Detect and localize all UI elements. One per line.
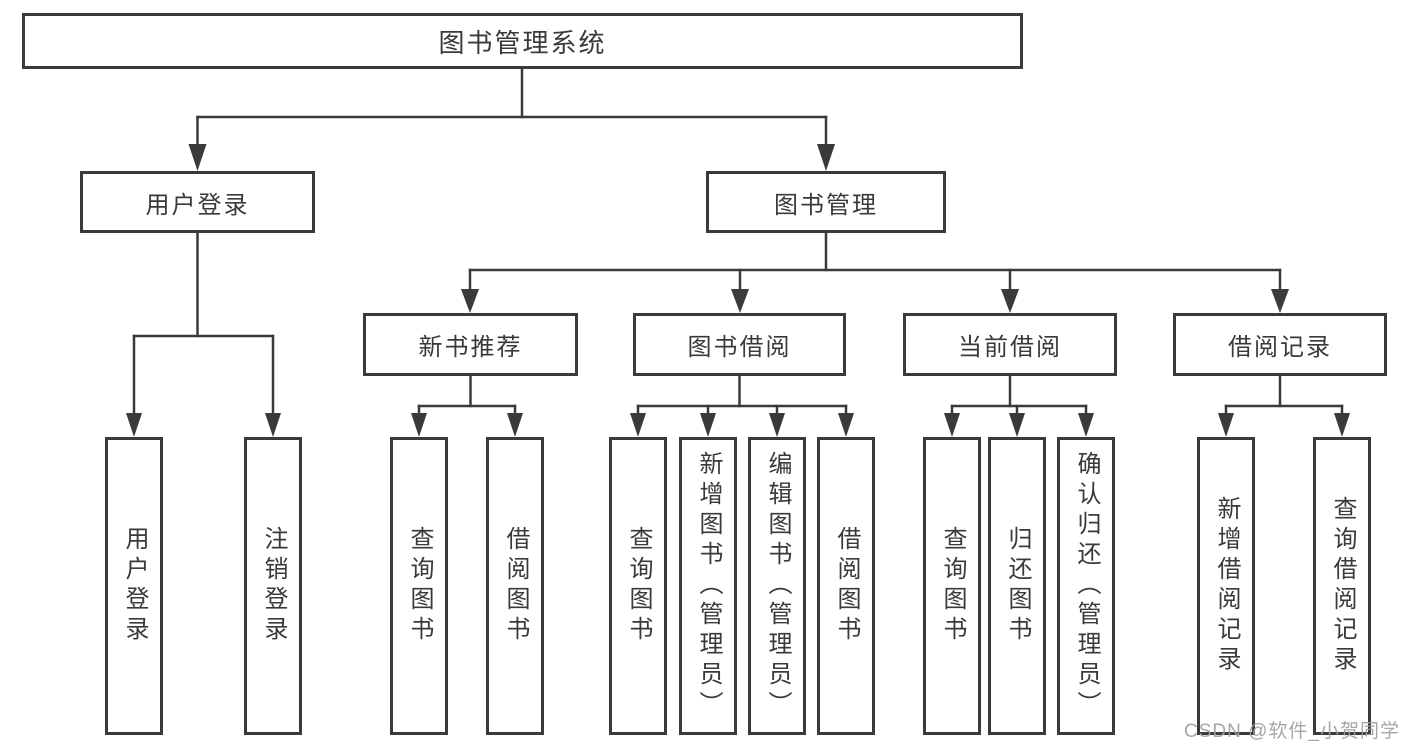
leaf-query-books-current: 查询图书 xyxy=(923,437,981,735)
leaf-add-borrow-record-label: 新增借阅记录 xyxy=(1213,496,1240,676)
node-new-book-recommend: 新书推荐 xyxy=(363,313,578,376)
leaf-add-book-admin: 新增图书（管理员） xyxy=(679,437,737,735)
leaf-query-books-recommend: 查询图书 xyxy=(390,437,448,735)
leaf-query-books-recommend-label: 查询图书 xyxy=(406,526,433,646)
leaf-confirm-return-admin-label: 确认归还（管理员） xyxy=(1073,451,1100,721)
leaf-return-book-label: 归还图书 xyxy=(1004,526,1031,646)
leaf-query-books-borrow-label: 查询图书 xyxy=(625,526,652,646)
node-book-borrow: 图书借阅 xyxy=(633,313,846,376)
node-library-system-label: 图书管理系统 xyxy=(438,27,607,58)
node-library-system: 图书管理系统 xyxy=(22,13,1023,69)
leaf-query-borrow-record-label: 查询借阅记录 xyxy=(1329,496,1356,676)
leaf-query-books-borrow: 查询图书 xyxy=(609,437,667,735)
leaf-edit-book-admin-label: 编辑图书（管理员） xyxy=(764,451,791,721)
node-user-login-label: 用户登录 xyxy=(145,191,250,219)
node-new-book-recommend-label: 新书推荐 xyxy=(418,334,523,361)
leaf-borrow-books-recommend: 借阅图书 xyxy=(486,437,544,735)
node-user-login: 用户登录 xyxy=(80,171,315,233)
node-borrow-records: 借阅记录 xyxy=(1173,313,1387,376)
node-book-management-label: 图书管理 xyxy=(774,191,878,219)
leaf-query-books-current-label: 查询图书 xyxy=(939,526,966,646)
leaf-borrow-books-label: 借阅图书 xyxy=(833,526,860,646)
node-borrow-records-label: 借阅记录 xyxy=(1228,334,1332,361)
leaf-edit-book-admin: 编辑图书（管理员） xyxy=(748,437,806,735)
node-book-borrow-label: 图书借阅 xyxy=(687,334,792,361)
csdn-watermark: CSDN @软件_小贺同学 xyxy=(1184,721,1400,742)
leaf-borrow-books-recommend-label: 借阅图书 xyxy=(502,526,529,646)
arrowheads xyxy=(126,144,1350,437)
leaf-logout: 注销登录 xyxy=(244,437,302,735)
leaf-user-login-label: 用户登录 xyxy=(121,526,148,646)
leaf-logout-label: 注销登录 xyxy=(260,526,287,646)
leaf-query-borrow-record: 查询借阅记录 xyxy=(1313,437,1371,735)
node-book-management: 图书管理 xyxy=(706,171,946,233)
node-current-borrow-label: 当前借阅 xyxy=(958,334,1062,361)
leaf-confirm-return-admin: 确认归还（管理员） xyxy=(1057,437,1115,735)
leaf-return-book: 归还图书 xyxy=(988,437,1046,735)
node-current-borrow: 当前借阅 xyxy=(903,313,1117,376)
leaf-borrow-books: 借阅图书 xyxy=(817,437,875,735)
leaf-add-book-admin-label: 新增图书（管理员） xyxy=(695,451,722,721)
leaf-user-login: 用户登录 xyxy=(105,437,163,735)
leaf-add-borrow-record: 新增借阅记录 xyxy=(1197,437,1255,735)
